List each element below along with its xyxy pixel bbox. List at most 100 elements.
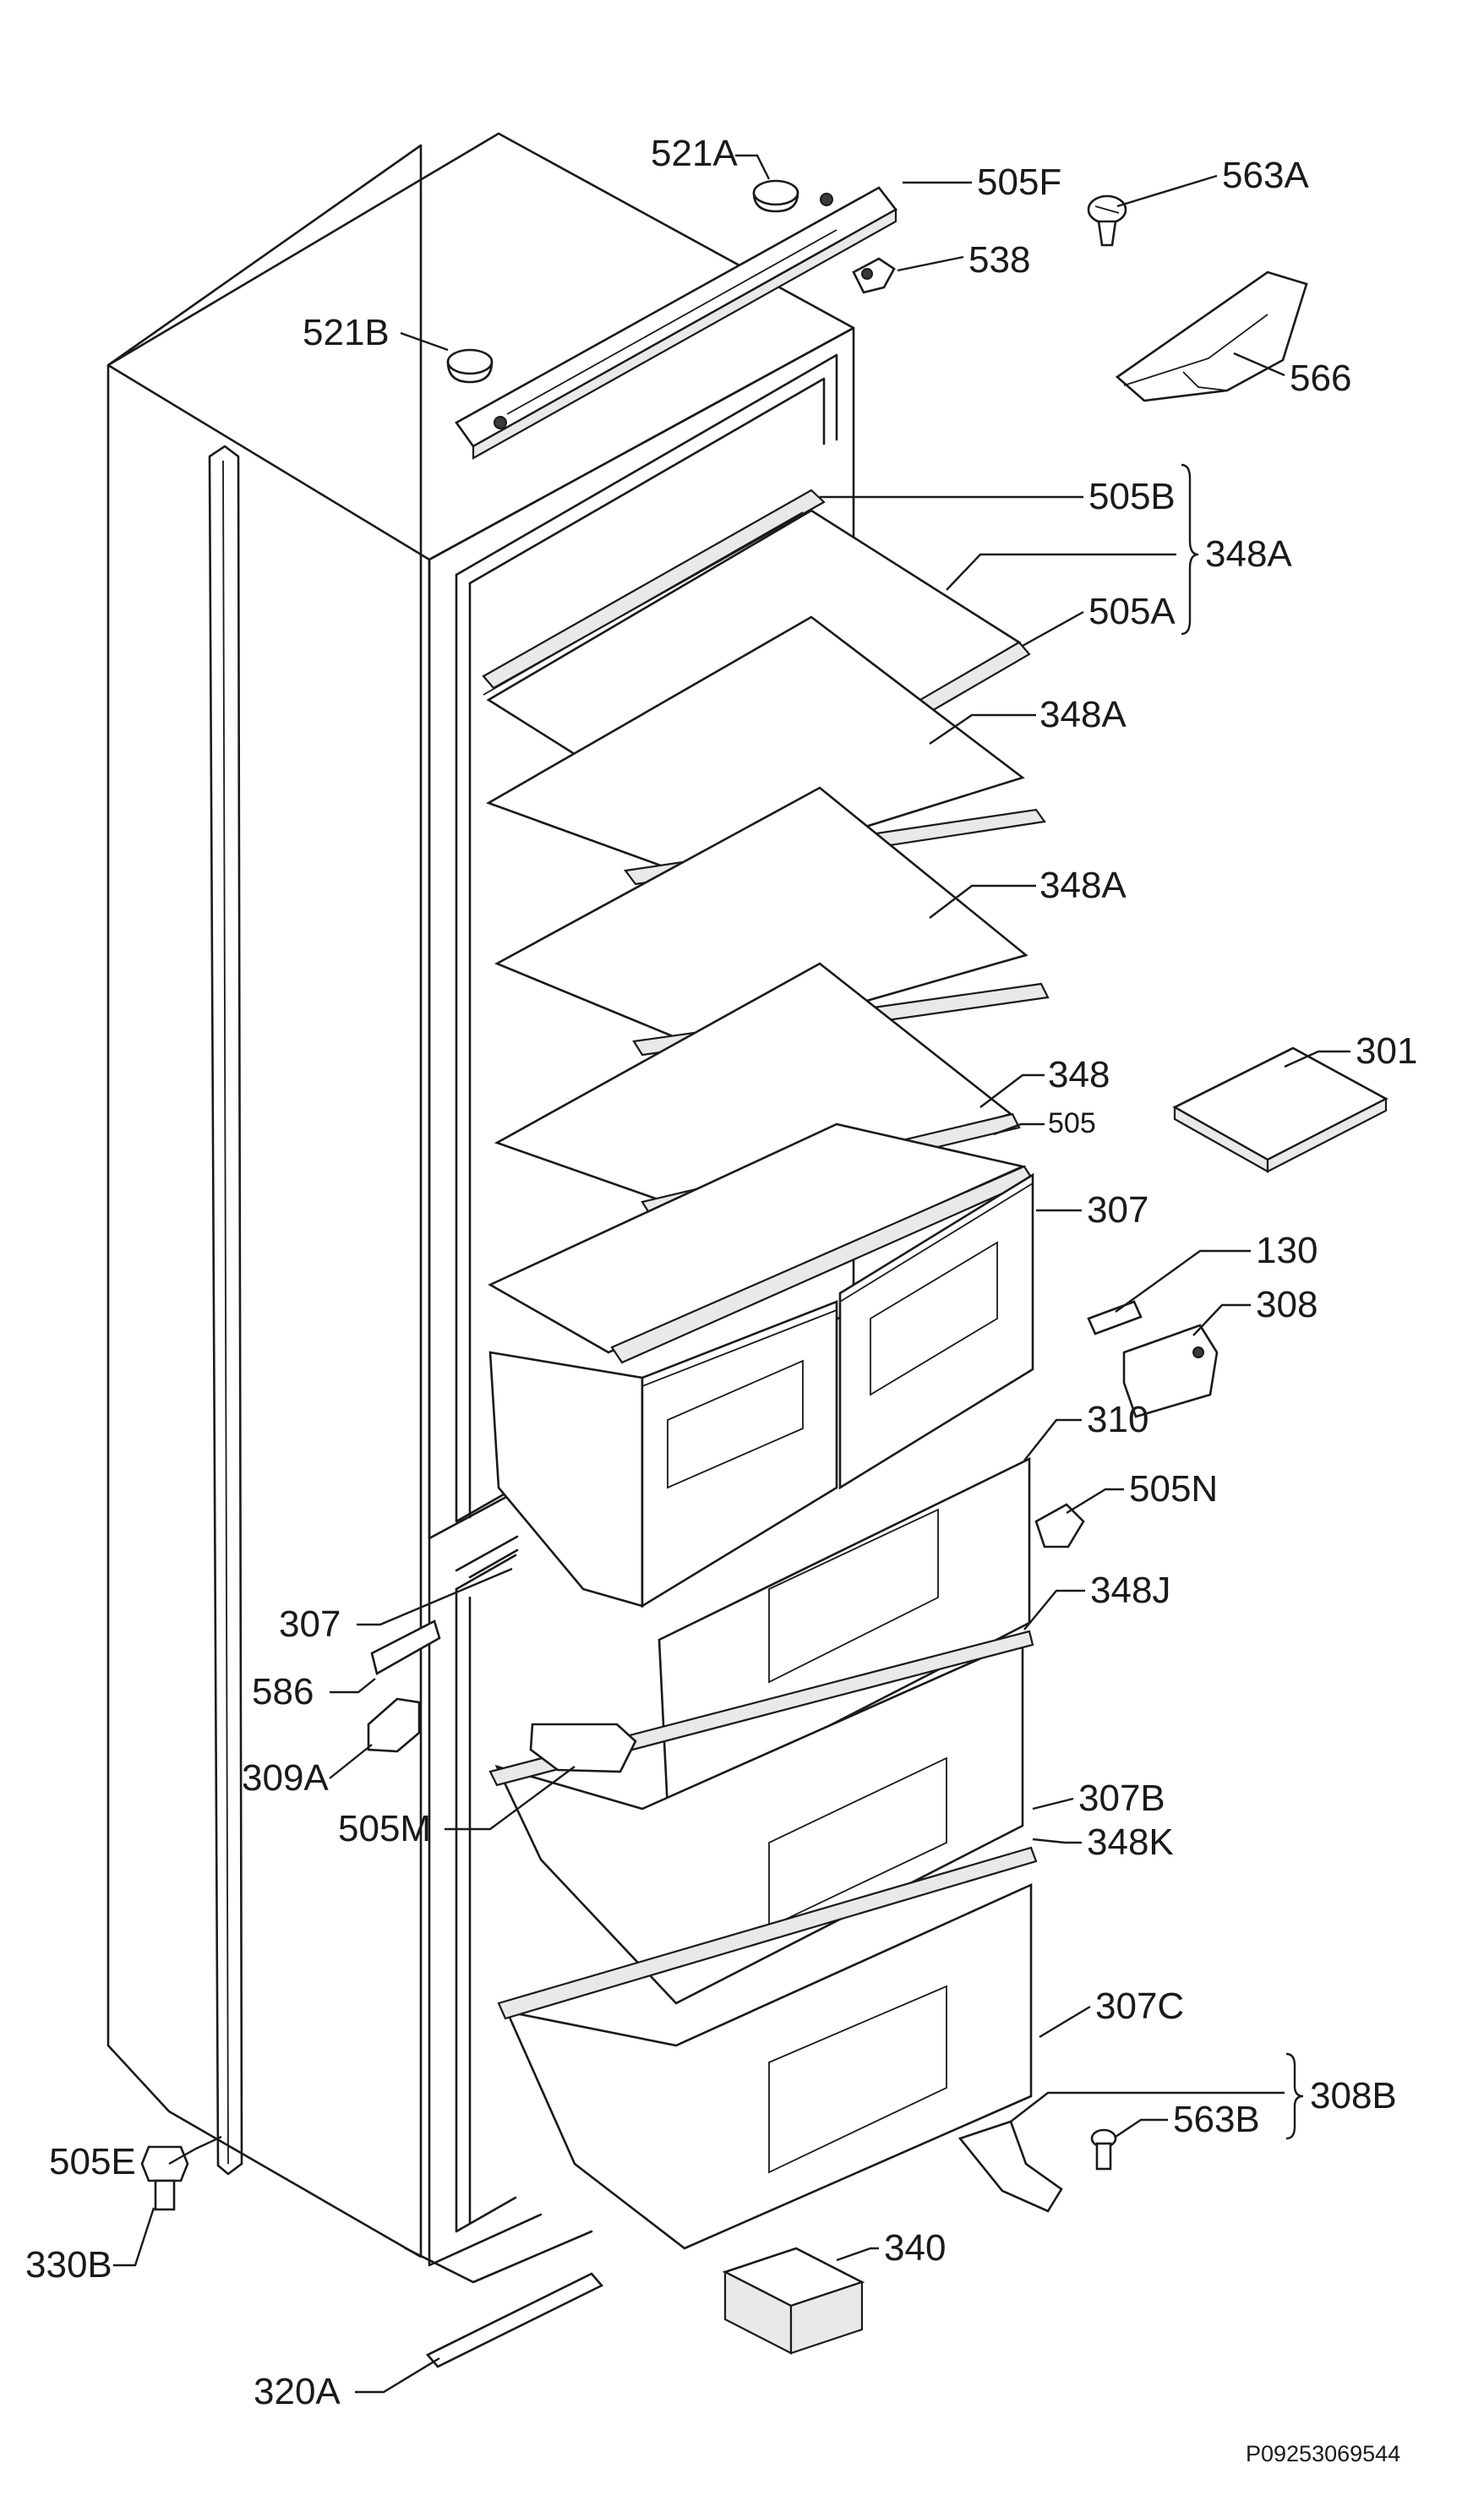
- freezer-drawer-2-handle: [768, 1985, 947, 2174]
- top-hinge-assembly: [446, 179, 897, 460]
- label-130: 130: [1256, 1230, 1318, 1271]
- glass-shelf-2: [485, 615, 1025, 881]
- label-505N: 505N: [1129, 1468, 1218, 1510]
- bracket-538-hole: [861, 268, 873, 280]
- leader-505N: [1066, 1488, 1124, 1515]
- cover-566: [1115, 270, 1308, 402]
- label-307-left: 307: [279, 1603, 341, 1645]
- gasket-upper-top: [455, 353, 838, 576]
- shelf-348J-edge: [497, 1846, 1038, 2020]
- label-521B: 521B: [303, 312, 390, 353]
- cabinet-body: [106, 132, 855, 2284]
- rail-320A: [425, 2272, 604, 2368]
- leader-505: [993, 1122, 1045, 1136]
- leader-308B: [1010, 2091, 1285, 2122]
- pad-130: [1087, 1300, 1143, 1335]
- shelves: [482, 489, 1050, 1364]
- label-307C: 307C: [1095, 1985, 1184, 2027]
- door-seal-505E: [208, 445, 243, 2176]
- leader-348A-group: [946, 553, 1176, 591]
- foot-330B: [140, 2145, 189, 2182]
- hinge-plate-505F: [455, 186, 897, 448]
- hinge-308-hole: [1192, 1346, 1204, 1358]
- label-348J: 348J: [1090, 1570, 1170, 1611]
- leader-521B: [400, 331, 449, 352]
- label-505M: 505M: [338, 1808, 431, 1849]
- part-labels: 521A 505F 563A 538 521B 566 505B 348A 50…: [25, 133, 1417, 2466]
- leader-521A: [735, 154, 771, 180]
- door-seal-groove: [222, 460, 229, 2165]
- cap-521A: [752, 179, 799, 206]
- label-505B: 505B: [1088, 476, 1176, 517]
- brace-308B-group: [1285, 2052, 1304, 2140]
- cabinet-left-panel: [106, 144, 423, 2258]
- clip-505N: [1034, 1503, 1085, 1548]
- cover-566-body: [1115, 270, 1308, 402]
- label-310: 310: [1087, 1399, 1148, 1440]
- hinge-plate-hole: [494, 416, 507, 429]
- leader-130: [1115, 1249, 1251, 1313]
- leader-538: [897, 255, 964, 272]
- cabinet-base: [404, 2230, 593, 2284]
- leader-307C: [1039, 2005, 1091, 2039]
- divider-line-inner: [468, 1548, 519, 1579]
- label-307: 307: [1087, 1189, 1148, 1231]
- screw-563A-shank: [1097, 220, 1117, 247]
- leader-566: [1233, 352, 1285, 377]
- label-320A: 320A: [254, 2371, 341, 2412]
- leader-301: [1284, 1050, 1350, 1068]
- label-348A-1: 348A: [1039, 694, 1127, 735]
- cabinet-top-face: [106, 132, 855, 561]
- label-348A-group: 348A: [1205, 533, 1292, 575]
- gasket-lower-top: [455, 1554, 517, 1591]
- label-348A-2: 348A: [1039, 865, 1127, 906]
- reference-code: P09253069544: [1246, 2441, 1400, 2466]
- label-586: 586: [252, 1671, 314, 1712]
- clip-505M: [529, 1723, 637, 1773]
- screw-563A: [1087, 194, 1127, 247]
- label-348: 348: [1048, 1054, 1110, 1095]
- glass-shelf-3: [494, 786, 1028, 1050]
- gasket-upper-top-inner: [468, 377, 826, 585]
- leader-505M: [445, 1766, 576, 1831]
- cabinet-front-left-edge: [428, 558, 543, 2267]
- label-538: 538: [968, 239, 1030, 281]
- trim-505B: [482, 489, 826, 690]
- cap-521B-side: [446, 360, 494, 384]
- label-308B: 308B: [1310, 2075, 1397, 2116]
- label-505E: 505E: [49, 2141, 136, 2182]
- freezer-section: [488, 1456, 1038, 2250]
- crisper-right-lip: [839, 1182, 1034, 1303]
- foot-330B-stem: [154, 2179, 176, 2211]
- leader-307-left: [357, 1567, 513, 1626]
- gasket-upper-left: [455, 573, 517, 1523]
- leader-563A: [1116, 174, 1218, 208]
- brace-348A-group: [1181, 463, 1199, 636]
- leader-308: [1192, 1303, 1251, 1336]
- freezer-drawer-1: [494, 1637, 1024, 2005]
- label-307B: 307B: [1078, 1778, 1165, 1819]
- label-566: 566: [1290, 358, 1351, 399]
- label-348K: 348K: [1087, 1821, 1174, 1863]
- leader-563B: [1115, 2118, 1168, 2138]
- screw-563A-slot: [1094, 205, 1120, 214]
- crisper-left-front: [641, 1300, 838, 1608]
- leader-348J: [1023, 1589, 1085, 1630]
- crisper-drawers-307: [488, 1172, 1034, 1608]
- flap-310-handle: [768, 1508, 939, 1684]
- label-505: 505: [1048, 1107, 1096, 1139]
- door-seal-strip: [208, 445, 243, 2176]
- hinge-plate-slot: [506, 229, 837, 415]
- cap-521B: [446, 348, 494, 375]
- leader-505E: [168, 2135, 222, 2166]
- crisper-left-lip: [641, 1309, 837, 1387]
- ice-tray-301: [1172, 1046, 1389, 1161]
- label-301: 301: [1356, 1030, 1417, 1072]
- hinge-plate-hole-2: [820, 193, 833, 206]
- label-563B: 563B: [1173, 2099, 1260, 2140]
- label-308: 308: [1256, 1284, 1318, 1325]
- leader-307B: [1032, 1797, 1074, 1811]
- leader-330B: [113, 2207, 155, 2267]
- leader-348K: [1032, 1838, 1082, 1844]
